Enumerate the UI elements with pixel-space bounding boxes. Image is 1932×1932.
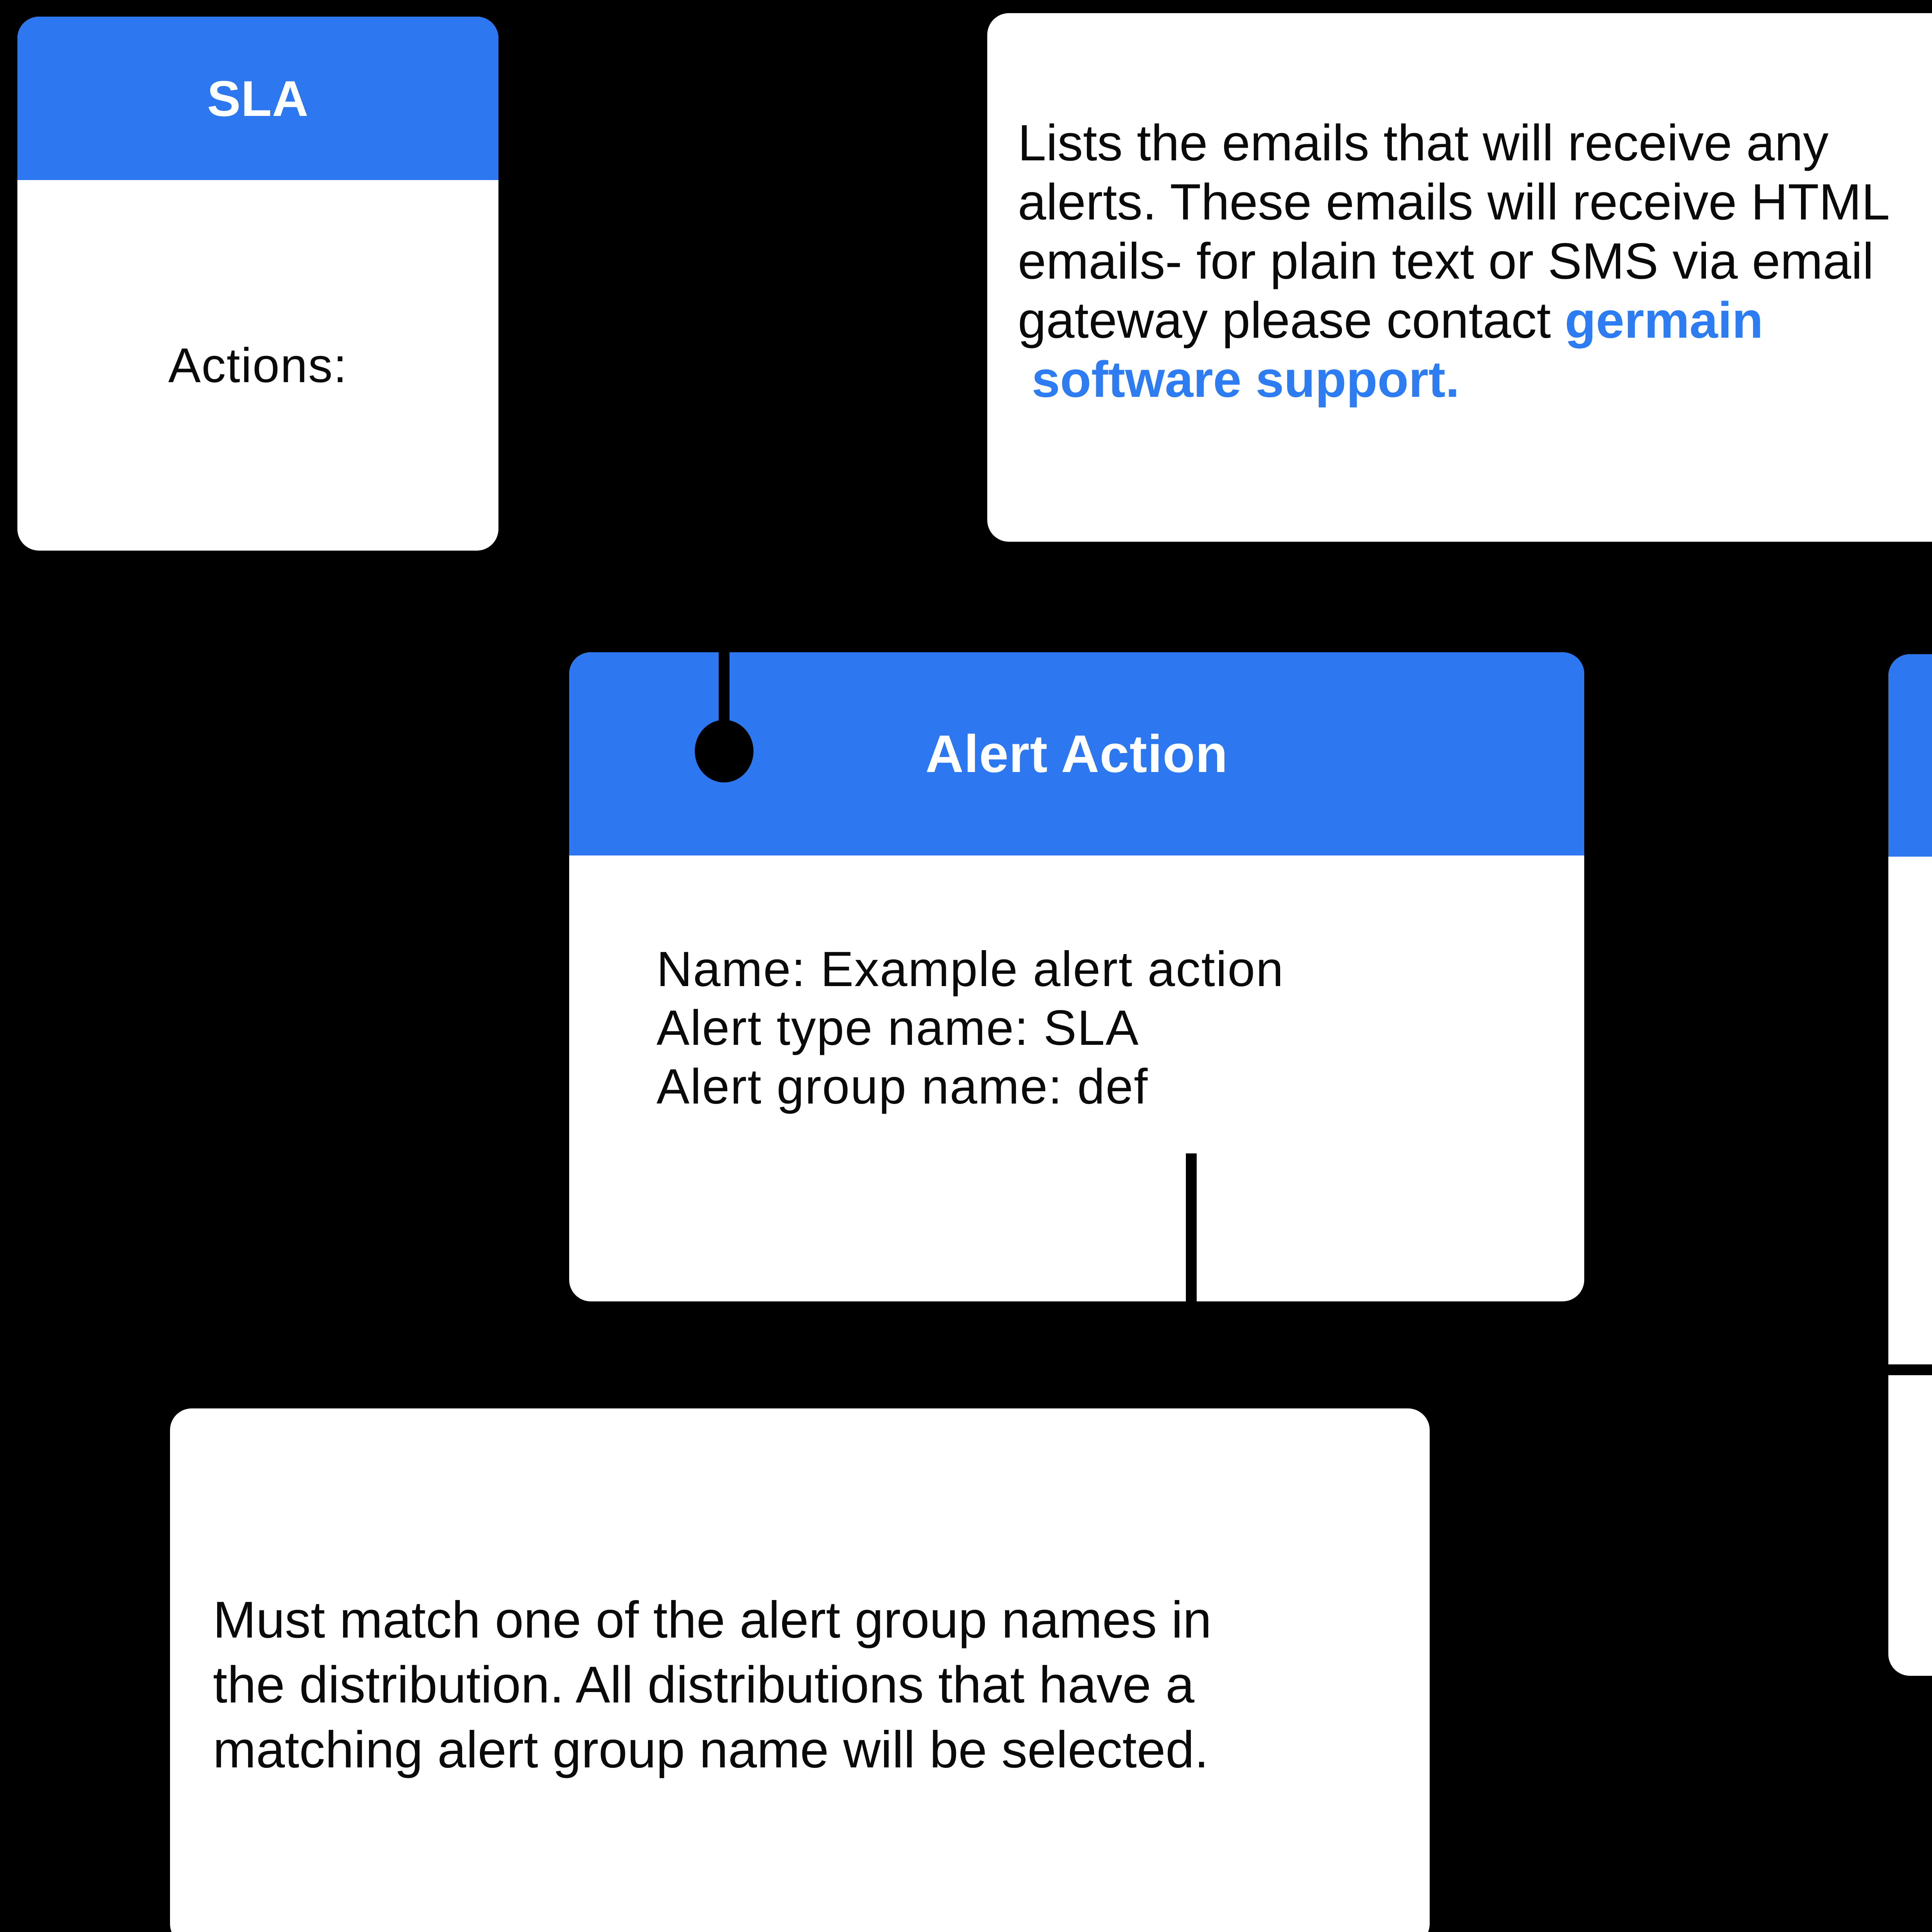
note-line-text: gateway please contact: [1018, 292, 1551, 349]
alert-action-group-line: Alert group name: def: [656, 1059, 1148, 1114]
sla-card-header: SLA: [17, 17, 498, 180]
distribution-card: Distribution Name: Example distribution …: [1888, 654, 1932, 1676]
alert-action-card-title: Alert Action: [925, 724, 1228, 784]
note-line: Must match one of the alert group names …: [213, 1591, 1212, 1649]
alert-action-card-header: Alert Action: [569, 652, 1584, 855]
email-note-card: Lists the emails that will receive any a…: [987, 13, 1932, 542]
sla-actions-label: Actions:: [168, 338, 348, 393]
alert-action-type-line: Alert type name: SLA: [656, 1000, 1139, 1056]
sla-card: SLA Actions:: [17, 17, 498, 551]
note-line: emails- for plain text or SMS via email: [1018, 233, 1874, 289]
alert-action-name-line: Name: Example alert action: [656, 942, 1284, 997]
support-link-part-1[interactable]: germain: [1565, 292, 1764, 349]
match-note-card: Must match one of the alert group names …: [170, 1408, 1430, 1932]
note-line: alerts. These emails will receive HTML: [1018, 173, 1890, 230]
sla-card-title: SLA: [207, 70, 309, 127]
distribution-card-header: Distribution: [1888, 654, 1932, 857]
alert-action-card-body: Name: Example alert action Alert type na…: [656, 940, 1569, 1116]
support-link-part-2[interactable]: software support.: [1032, 351, 1460, 408]
email-note-text: Lists the emails that will receive any a…: [1018, 113, 1932, 409]
sla-card-body: Actions:: [17, 180, 498, 551]
alert-action-card: Alert Action Name: Example alert action …: [569, 652, 1584, 1301]
note-line: software support.: [1018, 350, 1932, 409]
note-line: the distribution. All distributions that…: [213, 1656, 1195, 1714]
match-note-text: Must match one of the alert group names …: [213, 1588, 1406, 1782]
note-line: Lists the emails that will receive any: [1018, 114, 1829, 171]
note-line: matching alert group name will be select…: [213, 1721, 1209, 1779]
